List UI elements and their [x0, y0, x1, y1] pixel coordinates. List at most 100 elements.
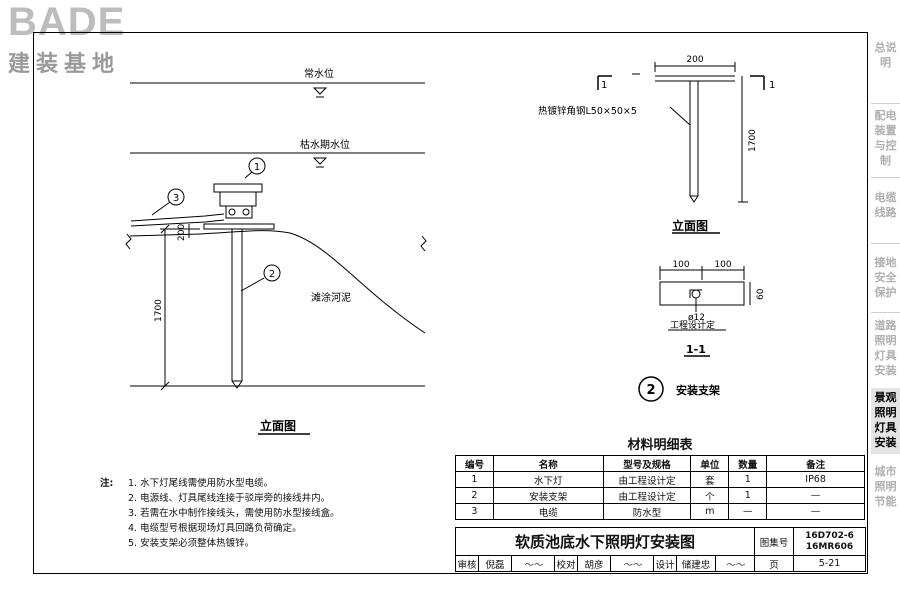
section-angle	[689, 289, 702, 298]
note-item: 5. 安装支架必须整体热镀锌。	[128, 538, 255, 549]
designer: 储建忠	[676, 555, 716, 572]
sidebar-item-cable[interactable]: 电缆线路	[874, 191, 897, 219]
dim-1700-right: 1700	[748, 129, 758, 152]
dim-100-left: 100	[672, 260, 689, 270]
table-cell: 防水型	[602, 503, 692, 520]
check-label: 校对	[554, 555, 578, 572]
dim-200-right: 200	[686, 55, 703, 65]
sidebar-divider	[871, 103, 900, 104]
table-cell: 1	[728, 487, 768, 504]
angle-steel-label: 热镀锌角钢L50×50×5	[538, 105, 637, 117]
table-header: 备注	[766, 455, 865, 472]
section-plate	[659, 281, 745, 306]
table-cell: 由工程设计定	[602, 471, 692, 488]
table-cell: 1	[455, 471, 494, 488]
table-cell: —	[766, 503, 865, 520]
table-header: 单位	[690, 455, 730, 472]
section-mark-right	[750, 75, 765, 90]
section-caption: 1-1	[686, 343, 706, 356]
bracket-post	[231, 228, 243, 382]
design-label: 工程设计定	[670, 319, 715, 331]
section-mark-right-text: 1	[769, 80, 775, 91]
table-cell: 3	[455, 503, 494, 520]
table-row: 1 水下灯 由工程设计定 套 1 IP68	[455, 471, 865, 488]
dim-tick	[160, 224, 170, 234]
material-table-title: 材料明细表	[627, 438, 693, 453]
angle-leader	[669, 106, 691, 126]
review-label: 审核	[455, 555, 479, 572]
title-block: 软质池底水下照明灯安装图 图集号 16D702-6 16MR606 审核 倪磊 …	[455, 527, 866, 572]
callout-3-text: 3	[173, 193, 179, 204]
logo-subtitle: 建装基地	[8, 52, 121, 77]
note-item: 1. 水下灯尾线需使用防水型电缆。	[128, 478, 274, 489]
angle-post	[689, 80, 699, 197]
sidebar-item-landscape-lighting[interactable]: 景观照明灯具安装	[871, 388, 900, 454]
table-cell: 安装支架	[492, 487, 604, 504]
sidebar-item-distribution[interactable]: 配电装置与控制	[874, 109, 897, 167]
table-cell: 由工程设计定	[602, 487, 692, 504]
table-row: 3 电缆 防水型 m — —	[455, 503, 865, 520]
sidebar-divider	[871, 312, 900, 313]
lamp-top	[213, 183, 263, 193]
callout-1-leader	[244, 171, 253, 179]
dim-tick	[160, 381, 170, 391]
callout-3-leader	[151, 201, 171, 216]
left-view-caption: 立面图	[260, 418, 296, 433]
bracket-plate	[203, 223, 275, 230]
drawing-title: 软质池底水下照明灯安装图	[455, 527, 755, 556]
table-cell: IP68	[766, 471, 865, 488]
right-view-caption: 立面图	[672, 218, 708, 233]
install-bracket-label: 安装支架	[676, 383, 720, 397]
material-table: 编号 名称 型号及规格 单位 数量 备注 1 水下灯 由工程设计定 套 1 IP…	[455, 455, 865, 520]
sidebar-item-energy-saving[interactable]: 城市照明节能	[874, 465, 897, 508]
pond-bed-curve	[129, 230, 426, 334]
table-cell: m	[690, 503, 730, 520]
break-mark	[420, 235, 427, 252]
dim-60: 60	[756, 288, 766, 300]
callout-2-leader	[240, 277, 265, 292]
design-label: 设计	[653, 555, 677, 572]
table-cell: 电缆	[492, 503, 604, 520]
checker: 胡彦	[577, 555, 611, 572]
sidebar-item-general[interactable]: 总说明	[874, 41, 897, 69]
notes-label: 注:	[100, 478, 114, 489]
lamp-base	[225, 205, 253, 219]
table-header: 型号及规格	[602, 455, 692, 472]
normal-water-label: 常水位	[304, 67, 334, 80]
callout-2-circle	[263, 264, 281, 282]
callout-2-text: 2	[269, 269, 275, 280]
designer-signature: 〜〜	[715, 555, 755, 572]
sidebar-item-grounding[interactable]: 接地安全保护	[874, 256, 897, 299]
table-header-row: 编号 名称 型号及规格 单位 数量 备注	[455, 455, 865, 472]
install-bracket-number: 2	[646, 383, 655, 398]
sidebar-item-road-lighting[interactable]: 道路照明灯具安装	[874, 319, 897, 377]
atlas-number-1: 16D702-6	[805, 530, 854, 541]
atlas-label: 图集号	[754, 527, 794, 556]
cable-line	[130, 219, 225, 227]
install-bracket-circle	[638, 376, 664, 402]
table-cell: 水下灯	[492, 471, 604, 488]
table-cell: —	[766, 487, 865, 504]
page-number: 5-21	[793, 555, 866, 572]
break-mark	[125, 233, 132, 250]
dim-200-left: 200	[177, 224, 187, 241]
dim-1700-left: 1700	[154, 299, 164, 322]
callout-3-circle	[167, 188, 185, 206]
section-mark-left-text: 1	[601, 80, 607, 91]
atlas-number: 16D702-6 16MR606	[793, 527, 866, 556]
cable-line	[130, 213, 225, 222]
note-item: 3. 若需在水中制作接线头，需使用防水型接线盒。	[128, 508, 340, 519]
callout-1-text: 1	[254, 162, 260, 173]
sidebar-divider	[871, 243, 900, 244]
table-header: 编号	[455, 455, 494, 472]
logo-text: BADE	[8, 0, 126, 44]
table-cell: 套	[690, 471, 730, 488]
lamp-body	[219, 191, 257, 207]
reviewer: 倪磊	[478, 555, 512, 572]
table-cell: 1	[728, 471, 768, 488]
water-level-symbol	[312, 87, 328, 95]
checker-signature: 〜〜	[610, 555, 654, 572]
table-cell: —	[728, 503, 768, 520]
reviewer-signature: 〜〜	[511, 555, 555, 572]
note-item: 2. 电源线、灯具尾线连接于驳岸旁的接线井内。	[128, 493, 331, 504]
